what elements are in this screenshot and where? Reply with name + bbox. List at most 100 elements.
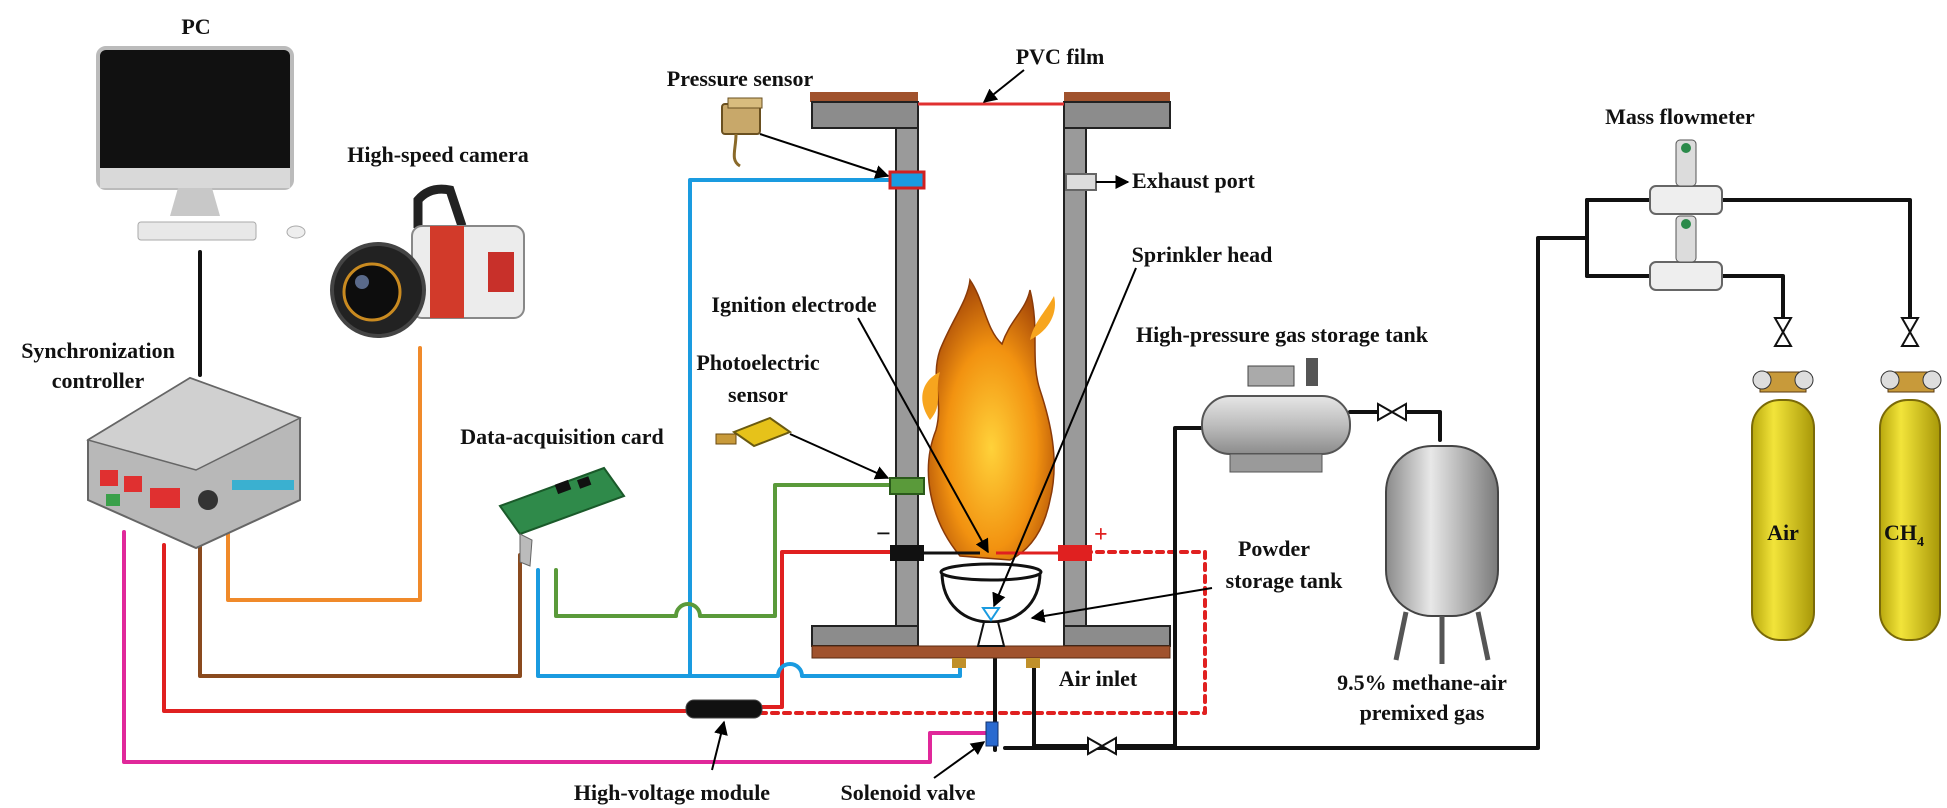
hv-module-arrow	[711, 720, 728, 771]
pressure-sensor-cable	[688, 178, 892, 678]
flame-tongue-1	[922, 372, 940, 420]
main-feed-line	[1003, 236, 1589, 750]
bottom-plate-left	[811, 625, 919, 647]
daq-chip-2	[576, 476, 592, 489]
valves	[1087, 317, 1920, 756]
mouse-icon	[286, 225, 306, 239]
top-plate-right	[1063, 101, 1171, 129]
tank-to-receiver-line	[1403, 410, 1442, 442]
pc-monitor-stand	[170, 188, 220, 216]
flowmeter-to-air	[1720, 274, 1785, 332]
air-gauge-1	[1752, 370, 1772, 390]
daq-label: Data-acquisition card	[460, 424, 664, 449]
daq-bracket	[519, 533, 533, 567]
electrode-minus-sign: −	[876, 519, 891, 548]
photoelectric-label-2: sensor	[728, 382, 788, 407]
camera-side-panel	[488, 252, 514, 292]
controller-top	[86, 377, 302, 471]
flame-icon	[922, 277, 1055, 561]
pvc-film-label: PVC film	[1016, 44, 1105, 69]
gas-tank-icon	[1201, 395, 1351, 455]
hp-tank-valve-block	[1247, 365, 1295, 387]
pressure-port	[888, 170, 926, 190]
inlet-fitting-right	[1026, 658, 1040, 668]
top-plate-left	[811, 101, 919, 129]
camera-handle	[413, 184, 467, 228]
ch4-label-base: CH	[1884, 520, 1917, 545]
flowmeter-bottom-head	[1675, 215, 1697, 263]
ch4-cylinder: CH4	[1879, 370, 1942, 641]
pvc-film-arrow	[982, 69, 1025, 103]
photoelectric-arrow	[789, 433, 890, 480]
flowmeter-bottom	[1649, 261, 1723, 291]
sprinkler-nozzle	[981, 607, 1001, 622]
ignition-cable-hv	[758, 550, 897, 709]
camera-lens	[342, 262, 402, 322]
ignition-return-dotted	[758, 550, 1207, 715]
pressure-sensor-top	[727, 97, 763, 109]
daq-card-icon	[498, 466, 626, 536]
trigger-cable	[198, 543, 522, 678]
data-acquisition-card: Data-acquisition card	[460, 424, 664, 567]
receiver-tank: 9.5% methane-air premixed gas	[1337, 445, 1507, 725]
solenoid-valve-arrow	[933, 741, 986, 779]
ch4-cylinder-valve-icon	[1900, 317, 1920, 347]
combustion-tube: − +	[810, 92, 1171, 747]
photoelectric-port	[889, 477, 925, 495]
photoelectric-sensor: Photoelectric sensor	[696, 350, 820, 448]
photoelectric-sensor-icon	[731, 416, 793, 448]
controller-display-3	[150, 488, 180, 508]
ch4-gauge-1	[1880, 370, 1900, 390]
wires	[122, 178, 1912, 764]
sprinkler-head-label: Sprinkler head	[1132, 242, 1273, 267]
solenoid-cable	[122, 530, 987, 764]
camera-label: High-speed camera	[347, 142, 528, 167]
exhaust-port-fitting	[1065, 173, 1097, 191]
air-cylinder-valve-icon	[1773, 317, 1793, 347]
hp-tank-stand	[1229, 453, 1323, 473]
ch4-label-subscript: 4	[1917, 535, 1924, 550]
electrode-plus-sign: +	[1094, 522, 1108, 548]
flowmeter-bottom-display	[1681, 219, 1691, 229]
controller-display-2	[124, 476, 142, 492]
receiver-tank-body	[1385, 445, 1499, 617]
pc-monitor-chin	[100, 168, 290, 188]
keyboard-icon	[137, 221, 257, 241]
solenoid-valve-label: Solenoid valve	[840, 780, 975, 805]
synchronization-controller: Synchronization controller	[21, 338, 302, 550]
controller-stripe	[232, 480, 294, 490]
ignition-cable	[162, 543, 692, 713]
sync-controller-label-2: controller	[52, 368, 145, 393]
ignition-electrode-label: Ignition electrode	[711, 292, 876, 317]
air-cylinder: Air	[1751, 370, 1815, 641]
flame-body	[927, 277, 1055, 561]
controller-button-green	[106, 494, 120, 506]
photoelectric-cable	[554, 483, 892, 618]
air-gauge-2	[1794, 370, 1814, 390]
high-speed-camera: High-speed camera	[330, 142, 529, 338]
receiver-leg-left	[1393, 611, 1409, 661]
gas-cylinder-icon	[1751, 399, 1815, 641]
receiver-leg-right	[1475, 611, 1491, 661]
high-voltage-module: High-voltage module	[574, 699, 770, 805]
daq-chip-1	[554, 479, 572, 495]
pc: PC	[96, 14, 306, 241]
pc-label: PC	[181, 14, 210, 39]
controller-display-1	[100, 470, 118, 486]
tube-wall-right	[1063, 127, 1087, 641]
air-inlet-label: Air inlet	[1059, 666, 1138, 691]
daq-blue-cable	[536, 568, 962, 678]
top-flange-right	[1064, 92, 1170, 102]
ch4-gauge-2	[1922, 370, 1942, 390]
controller-knob	[198, 490, 218, 510]
ignition-electrode-arrow	[857, 317, 989, 554]
camera-body-accent	[430, 226, 464, 318]
air-inlet-line-2	[1114, 426, 1207, 748]
ch4-cylinder-body	[1879, 399, 1941, 641]
flowmeter-icon	[1649, 185, 1723, 215]
valve-icon	[1377, 402, 1407, 422]
pressure-sensor-label: Pressure sensor	[667, 66, 814, 91]
bottom-flange	[811, 645, 1171, 659]
mass-flowmeter: Mass flowmeter	[1605, 104, 1755, 291]
